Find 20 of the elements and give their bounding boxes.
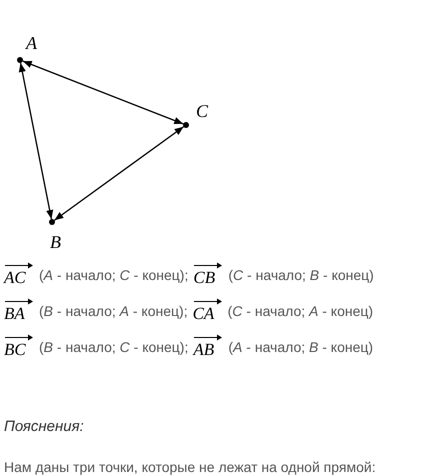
explanation-text: Нам даны три точки, которые не лежат на одной прямой: [4,458,377,476]
vector-notation: CB [193,269,216,286]
vector-arrow [22,60,184,125]
vector-arrow [54,126,184,221]
vector-notation: BA [4,305,26,322]
vector-arrow [18,62,54,220]
point-label: B [50,233,61,251]
vector-notation: AC [4,269,27,286]
point-label: C [196,102,208,120]
vector-description: (A - начало; B - конец) [228,338,374,357]
vector-description: (C - начало; B - конец) [228,266,374,285]
section-heading: Пояснения: [4,417,85,437]
vector-notation: CA [192,305,216,322]
vector-description: (A - начало; C - конец); [39,266,188,285]
vector-notation: BC [4,341,27,358]
point-label: A [26,34,37,52]
vector-description: (B - начало; A - конец); [39,302,188,321]
vector-description: (B - начало; C - конец); [39,338,188,357]
vector-notation: AB [193,341,216,358]
vector-description: (C - начало; A - конец) [228,302,374,321]
